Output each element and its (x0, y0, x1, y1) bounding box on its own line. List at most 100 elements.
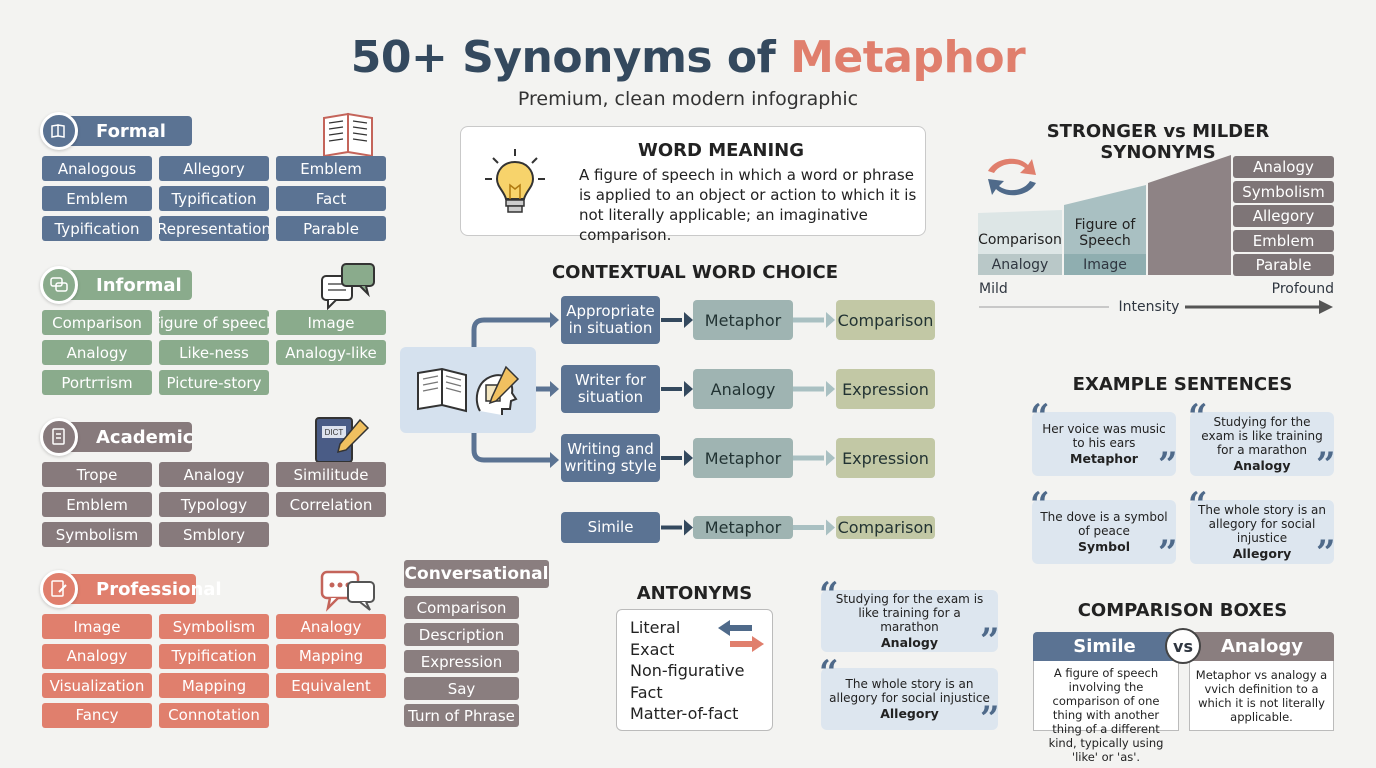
word-box: Analogy (693, 369, 793, 409)
step2-label-1: Figure of Speech (1074, 217, 1136, 249)
close-quote-icon: ” (980, 699, 1000, 739)
open-quote-icon: “ (1188, 485, 1208, 525)
connector-lower-head (550, 452, 559, 468)
result-box: Expression (836, 369, 935, 409)
category-chip: Representation (159, 216, 269, 241)
antonym-item: Exact (630, 639, 675, 659)
quote-tag: Symbol (1078, 539, 1130, 554)
cycle-arrows-icon (988, 158, 1036, 196)
context-box: Simile (561, 512, 660, 543)
profound-label: Profound (1271, 281, 1334, 297)
category-chip: Symbolism (42, 522, 152, 547)
flow-arrow-2-head (826, 381, 835, 397)
result-box: Comparison (836, 300, 935, 340)
flow-arrow-1-head (684, 381, 693, 397)
speech-bubbles-icon (318, 262, 378, 312)
open-book-icon (318, 108, 378, 158)
document-icon (40, 418, 78, 456)
stronger-chip: Allegory (1233, 205, 1334, 227)
step1-label-1: Comparison (978, 232, 1062, 248)
category-chip: Trope (42, 462, 152, 487)
open-quote-icon: “ (819, 653, 839, 693)
contextual-title: CONTEXTUAL WORD CHOICE (551, 262, 839, 283)
category-chip: Connotation (159, 702, 269, 728)
category-chip: Figure of speech (159, 310, 269, 335)
category-chip: Typification (159, 643, 269, 669)
page-subtitle: Premium, clean modern infographic (517, 88, 859, 110)
category-chip: Image (42, 614, 152, 639)
example-sentence-card: The whole story is an allegory for socia… (1190, 500, 1334, 564)
category-chip: Mapping (159, 673, 269, 698)
swap-arrows-icon (718, 620, 764, 652)
antonym-item: Fact (630, 682, 663, 702)
flow-arrow-1-head (684, 450, 693, 466)
step2-label-2: Image (1064, 254, 1146, 275)
close-quote-icon: ” (1316, 445, 1336, 485)
close-quote-icon: ” (980, 621, 1000, 661)
conversational-chip: Description (404, 623, 519, 646)
category-chip: Portrтism (42, 370, 152, 395)
conversational-chip: Comparison (404, 596, 519, 619)
word-box: Metaphor (693, 516, 793, 539)
context-box: Appropriate in situation (561, 296, 660, 344)
flow-arrow-2-head (826, 450, 835, 466)
quote-text: Studying for the exam is like training f… (1201, 415, 1323, 457)
context-box: Writing and writing style (561, 434, 660, 482)
category-chip: Fact (276, 186, 386, 211)
category-chip: Typification (159, 186, 269, 211)
conversational-chip: Turn of Phrase (404, 704, 519, 727)
connector-middle-head (550, 381, 559, 397)
step1-label-2: Analogy (978, 254, 1062, 275)
category-chip: Typification (42, 216, 152, 241)
category-chip: Mapping (276, 643, 386, 669)
quote-text: Studying for the exam is like training f… (835, 592, 984, 634)
page-title: 50+ Synonyms of Metaphor (350, 32, 1026, 83)
open-quote-icon: “ (1030, 397, 1050, 437)
word-meaning-title: WORD MEANING (638, 140, 804, 161)
simile-body: A figure of speech involving the compari… (1033, 661, 1179, 764)
category-chip: Symbolism (159, 614, 269, 639)
conversational-chip: Expression (404, 650, 519, 673)
intensity-line-left (979, 306, 1109, 308)
book-icon (40, 112, 78, 150)
intensity-staircase (978, 155, 1231, 275)
word-meaning-text: A figure of speech in which a word or ph… (579, 166, 917, 244)
conversational-chip: Say (404, 677, 519, 700)
category-chip: Emblem (276, 156, 386, 181)
connector-lower (471, 433, 550, 463)
center-example-card: The whole story is an allegory for socia… (821, 668, 998, 730)
close-quote-icon: ” (1158, 533, 1178, 573)
quote-text: The dove is a symbol of peace (1040, 510, 1168, 538)
category-chip: Analogy (42, 643, 152, 669)
word-meaning-card: WORD MEANING A figure of speech in which… (460, 126, 926, 244)
example-sentences-title: EXAMPLE SENTENCES (1072, 374, 1293, 395)
antonym-item: Literal (630, 618, 681, 637)
chat-ellipsis-icon (318, 566, 378, 616)
category-chip: Picture-story (159, 370, 269, 395)
category-chip: Emblem (42, 492, 152, 517)
category-chip: Similitude (276, 462, 386, 487)
comparison-title: COMPARISON BOXES (1077, 600, 1288, 621)
close-quote-icon: ” (1158, 445, 1178, 485)
context-box: Writer for situation (561, 365, 660, 413)
category-chip: Typology (159, 492, 269, 517)
stronger-chip: Symbolism (1233, 180, 1334, 203)
quote-text: The whole story is an allegory for socia… (1198, 503, 1326, 545)
book-writing-icon (417, 365, 520, 415)
stronger-chip: Emblem (1233, 229, 1334, 252)
antonym-item: Matter-of-fact (630, 704, 739, 723)
chat-bubbles-icon (40, 266, 78, 304)
analogy-head: Analogy (1190, 632, 1334, 661)
category-chip: Fancy (42, 702, 152, 728)
flow-arrow-1-head (684, 519, 693, 536)
close-quote-icon: ” (1316, 533, 1336, 573)
open-quote-icon: “ (819, 575, 839, 615)
category-chip: Equivalent (276, 673, 386, 698)
connector-upper (471, 317, 550, 347)
category-chip: Emblem (42, 186, 152, 211)
simile-head: Simile (1033, 632, 1176, 661)
stronger-chip: Analogy (1233, 156, 1334, 178)
intensity-label: Intensity (1118, 299, 1180, 315)
